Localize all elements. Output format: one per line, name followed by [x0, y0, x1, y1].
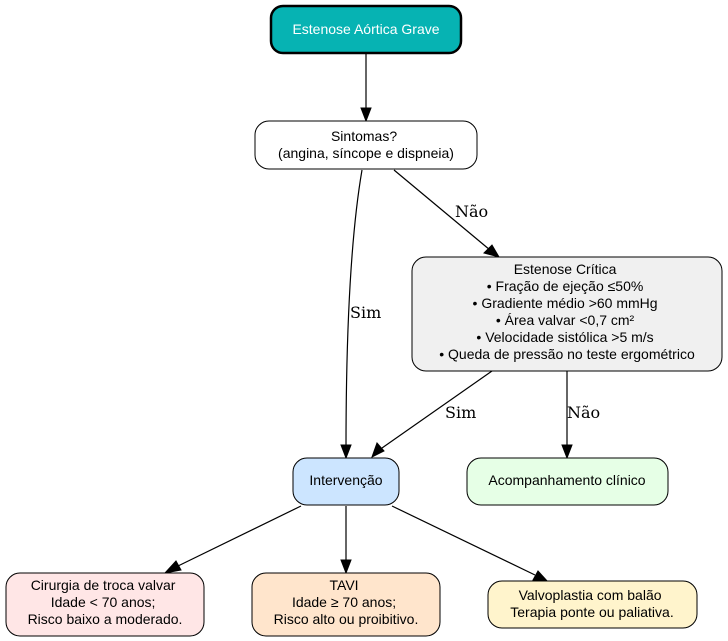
- node-critical-line: • Queda de pressão no teste ergométrico: [439, 346, 695, 362]
- node-critical-line: • Velocidade sistólica >5 m/s: [476, 329, 653, 345]
- node-critical-label: Estenose Crítica • Fração de ejeção ≤50%…: [439, 261, 695, 362]
- node-balloon-label: Valvoplastia com balão Terapia ponte ou …: [510, 587, 673, 620]
- node-balloon-line: Valvoplastia com balão: [519, 587, 662, 603]
- node-surgery: Cirurgia de troca valvar Idade < 70 anos…: [5, 572, 205, 637]
- node-critical-box: [411, 256, 723, 372]
- node-intervention-label: Intervenção: [309, 472, 382, 488]
- node-intervention-box: [292, 457, 400, 506]
- edge-label-symptoms-yes: Sim: [350, 303, 381, 322]
- node-surgery-line: Risco baixo a moderado.: [28, 611, 183, 627]
- node-balloon: Valvoplastia com balão Terapia ponte ou …: [487, 580, 698, 629]
- node-followup-box: [466, 457, 669, 506]
- node-balloon-line: Terapia ponte ou paliativa.: [510, 604, 673, 620]
- arrowhead: [360, 107, 372, 123]
- edge-intervention-to-surgery: [177, 505, 302, 567]
- edges: [163, 54, 573, 583]
- node-root-line: Estenose Aórtica Grave: [292, 21, 439, 37]
- edge-critical-to-intervention: [381, 370, 493, 449]
- node-symptoms-box: [254, 120, 478, 170]
- node-balloon-box: [487, 580, 698, 629]
- arrowhead: [483, 244, 501, 258]
- node-surgery-box: [5, 572, 205, 637]
- node-root-box: [269, 4, 463, 55]
- node-critical-line: • Área valvar <0,7 cm²: [496, 312, 635, 328]
- arrowhead: [340, 559, 352, 575]
- node-tavi-line: TAVI: [330, 577, 359, 593]
- edge-symptoms-to-critical: [393, 169, 491, 251]
- edge-label-symptoms-no: Não: [455, 202, 488, 221]
- node-symptoms-line: Sintomas?: [331, 128, 397, 144]
- arrowhead: [163, 560, 182, 574]
- edge-intervention-to-balloon: [391, 505, 536, 576]
- node-tavi-line: Risco alto ou proibitivo.: [274, 611, 419, 627]
- node-symptoms-line: (angina, síncope e dispneia): [278, 145, 454, 161]
- node-critical: Estenose Crítica • Fração de ejeção ≤50%…: [411, 256, 723, 372]
- arrowhead: [340, 444, 352, 460]
- arrowhead: [371, 442, 385, 459]
- node-followup-line: Acompanhamento clínico: [488, 472, 645, 488]
- node-tavi-box: [251, 572, 441, 637]
- arrowhead: [561, 444, 573, 460]
- node-symptoms-label: Sintomas? (angina, síncope e dispneia): [278, 128, 454, 161]
- node-critical-line: • Gradiente médio >60 mmHg: [473, 295, 658, 311]
- node-root-label: Estenose Aórtica Grave: [292, 21, 439, 37]
- node-tavi-line: Idade ≥ 70 anos;: [292, 594, 396, 610]
- node-surgery-line: Cirurgia de troca valvar: [31, 577, 176, 593]
- node-intervention: Intervenção: [292, 457, 400, 506]
- node-critical-line: • Fração de ejeção ≤50%: [487, 278, 644, 294]
- node-tavi: TAVI Idade ≥ 70 anos; Risco alto ou proi…: [251, 572, 441, 637]
- node-critical-line: Estenose Crítica: [514, 261, 617, 277]
- edge-symptoms-to-intervention: [345, 169, 363, 449]
- node-tavi-label: TAVI Idade ≥ 70 anos; Risco alto ou proi…: [274, 577, 419, 627]
- node-root: Estenose Aórtica Grave: [269, 4, 463, 55]
- arrowhead: [532, 570, 550, 583]
- edge-label-critical-no: Não: [567, 403, 600, 422]
- node-intervention-line: Intervenção: [309, 472, 382, 488]
- node-surgery-line: Idade < 70 anos;: [51, 594, 156, 610]
- edge-label-critical-yes: Sim: [445, 403, 476, 422]
- node-symptoms: Sintomas? (angina, síncope e dispneia): [254, 120, 478, 170]
- node-surgery-label: Cirurgia de troca valvar Idade < 70 anos…: [28, 577, 183, 627]
- node-followup: Acompanhamento clínico: [466, 457, 669, 506]
- node-followup-label: Acompanhamento clínico: [488, 472, 645, 488]
- edge-labels: Não Sim Sim Não: [350, 202, 600, 422]
